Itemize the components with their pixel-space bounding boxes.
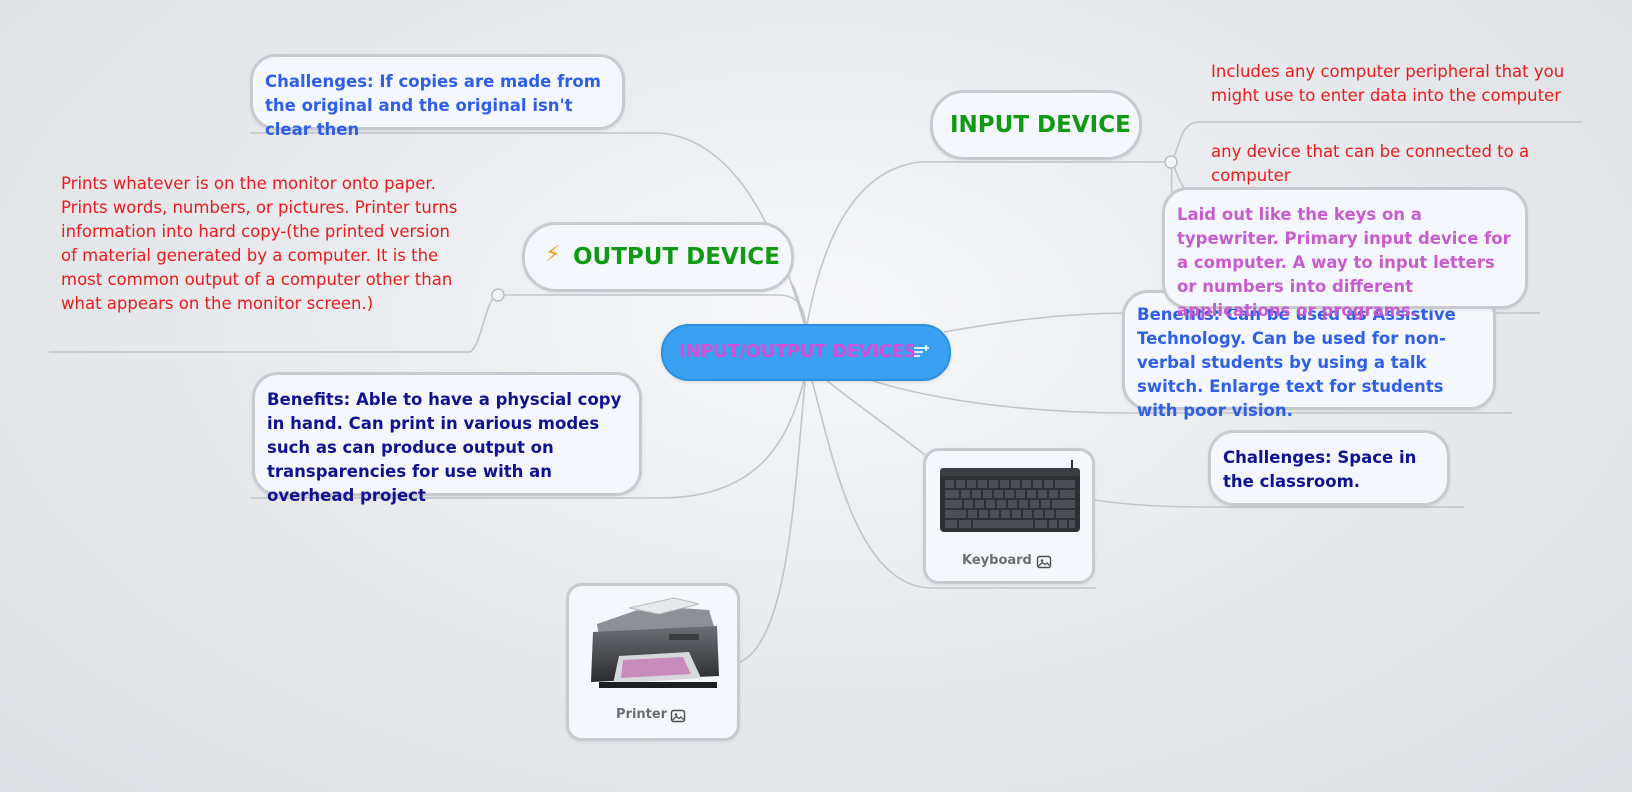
- connector-center-input: [805, 161, 1172, 331]
- printer-image-card[interactable]: Printer: [566, 583, 740, 741]
- output-device-node[interactable]: ⚡ OUTPUT DEVICE: [522, 222, 794, 292]
- lightning-icon: ⚡: [545, 242, 561, 267]
- connector-center-input-benefits2: [869, 379, 1512, 414]
- connector-node-output: [491, 288, 505, 302]
- connector-center-output-desc: [497, 294, 807, 331]
- central-topic-node[interactable]: INPUT/OUTPUT DEVICES: [661, 324, 951, 381]
- note-add-icon[interactable]: [911, 342, 931, 362]
- input-challenges-text: Challenges: Space in the classroom.: [1223, 448, 1417, 491]
- image-icon[interactable]: [1036, 554, 1052, 570]
- output-benefits-text: Benefits: Able to have a physcial copy i…: [267, 390, 622, 505]
- output-benefits-node[interactable]: Benefits: Able to have a physcial copy i…: [252, 372, 642, 505]
- keyboard-caption: Keyboard: [962, 553, 1032, 568]
- connector-center-output-benefits: [250, 371, 807, 499]
- input-challenges-node[interactable]: Challenges: Space in the classroom.: [1208, 430, 1450, 506]
- input-note-1: Includes any computer peripheral that yo…: [1211, 62, 1565, 105]
- connector-keyboard-challenges: [1093, 499, 1464, 508]
- connector-center-output-challenges: [250, 132, 807, 331]
- input-note-2: any device that can be connected to a co…: [1211, 142, 1530, 185]
- output-challenges-node[interactable]: Challenges: If copies are made from the …: [250, 54, 625, 139]
- central-topic-title: INPUT/OUTPUT DEVICES: [679, 341, 917, 362]
- printer-image: [591, 597, 719, 688]
- connector-node-input: [1164, 155, 1178, 169]
- keyboard-description-text: Laid out like the keys on a typewriter. …: [1177, 205, 1511, 320]
- connector-center-keyboard-bottom: [811, 379, 1096, 589]
- input-device-node[interactable]: INPUT DEVICE: [930, 90, 1142, 160]
- image-icon[interactable]: [670, 708, 686, 724]
- printer-caption: Printer: [616, 707, 668, 722]
- connector-center-input-benefits: [943, 312, 1131, 333]
- connector-center-keyboard: [819, 374, 926, 456]
- keyboard-image-card[interactable]: Keyboard: [923, 448, 1095, 584]
- output-device-title: OUTPUT DEVICE: [573, 244, 780, 270]
- connector-center-printer: [739, 371, 807, 663]
- output-challenges-text: Challenges: If copies are made from the …: [265, 72, 601, 139]
- keyboard-description-node[interactable]: Laid out like the keys on a typewriter. …: [1162, 187, 1528, 320]
- output-description: Prints whatever is on the monitor onto p…: [61, 174, 458, 313]
- keyboard-image: [940, 460, 1080, 532]
- input-benefits-text: Benefits: Can be used as Assistive Techn…: [1137, 305, 1456, 420]
- input-device-title: INPUT DEVICE: [950, 112, 1131, 138]
